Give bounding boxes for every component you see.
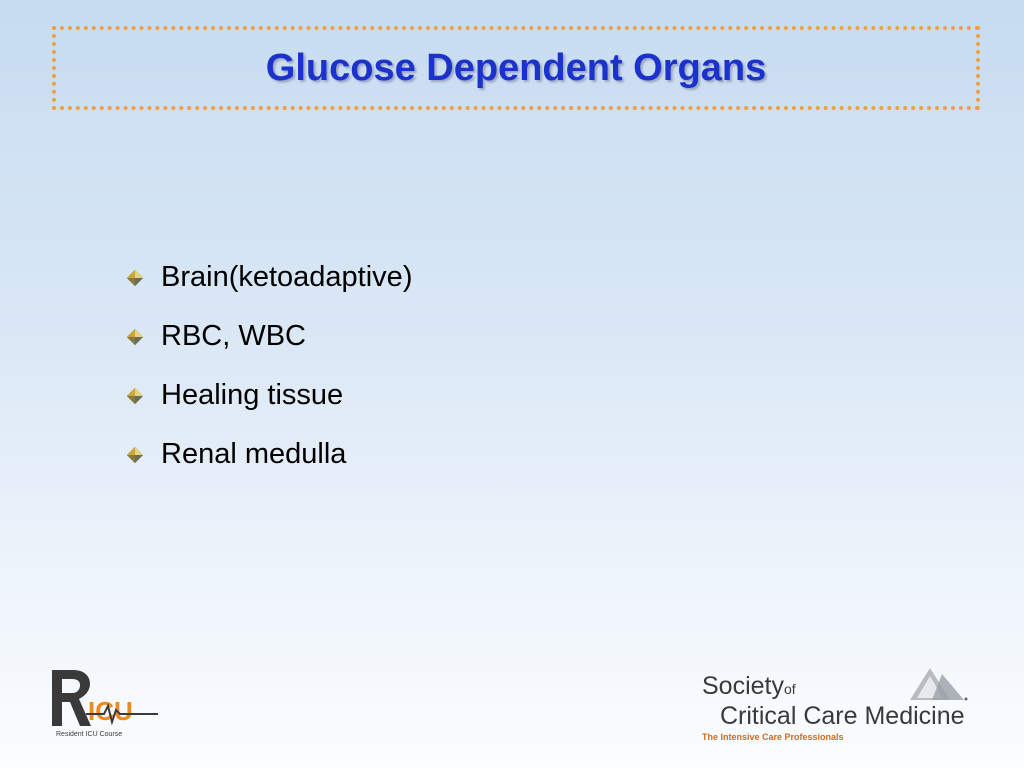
bullet-item: Brain(ketoadaptive) [126,248,412,307]
bullet-text: Brain(ketoadaptive) [161,261,413,293]
sccm-tagline: The Intensive Care Professionals [702,732,844,742]
diamond-bullet-icon [126,269,144,286]
diamond-bullet-icon [126,446,144,463]
slide-title: Glucose Dependent Organs [265,46,767,89]
sccm-triangle-icon [910,668,968,701]
sccm-line1: Societyof [702,672,796,701]
diamond-bullet-icon [126,387,144,404]
ricu-logo-graphic: ICU Resident ICU Course [52,670,158,738]
bullet-text: Healing tissue [161,379,344,411]
bullet-item: Renal medulla [126,425,412,484]
diamond-bullet-icon [126,328,144,345]
sccm-of-word: of [783,681,796,697]
bullet-text: Renal medulla [161,438,347,470]
ricu-subtitle: Resident ICU Course [56,731,122,738]
sccm-logo: Societyof Critical Care Medicine The Int… [698,664,970,746]
bullet-list: Brain(ketoadaptive) RBC, WBC Healing tis… [126,248,412,484]
sccm-line2: Critical Care Medicine [720,702,965,730]
bullet-item: RBC, WBC [126,307,412,366]
sccm-society-word: Society [702,672,784,700]
bullet-item: Healing tissue [126,366,412,425]
svg-text:ICU: ICU [88,696,133,726]
title-frame: Glucose Dependent Organs [52,26,980,110]
ricu-logo: ICU Resident ICU Course [46,666,166,740]
bullet-text: RBC, WBC [161,320,306,352]
